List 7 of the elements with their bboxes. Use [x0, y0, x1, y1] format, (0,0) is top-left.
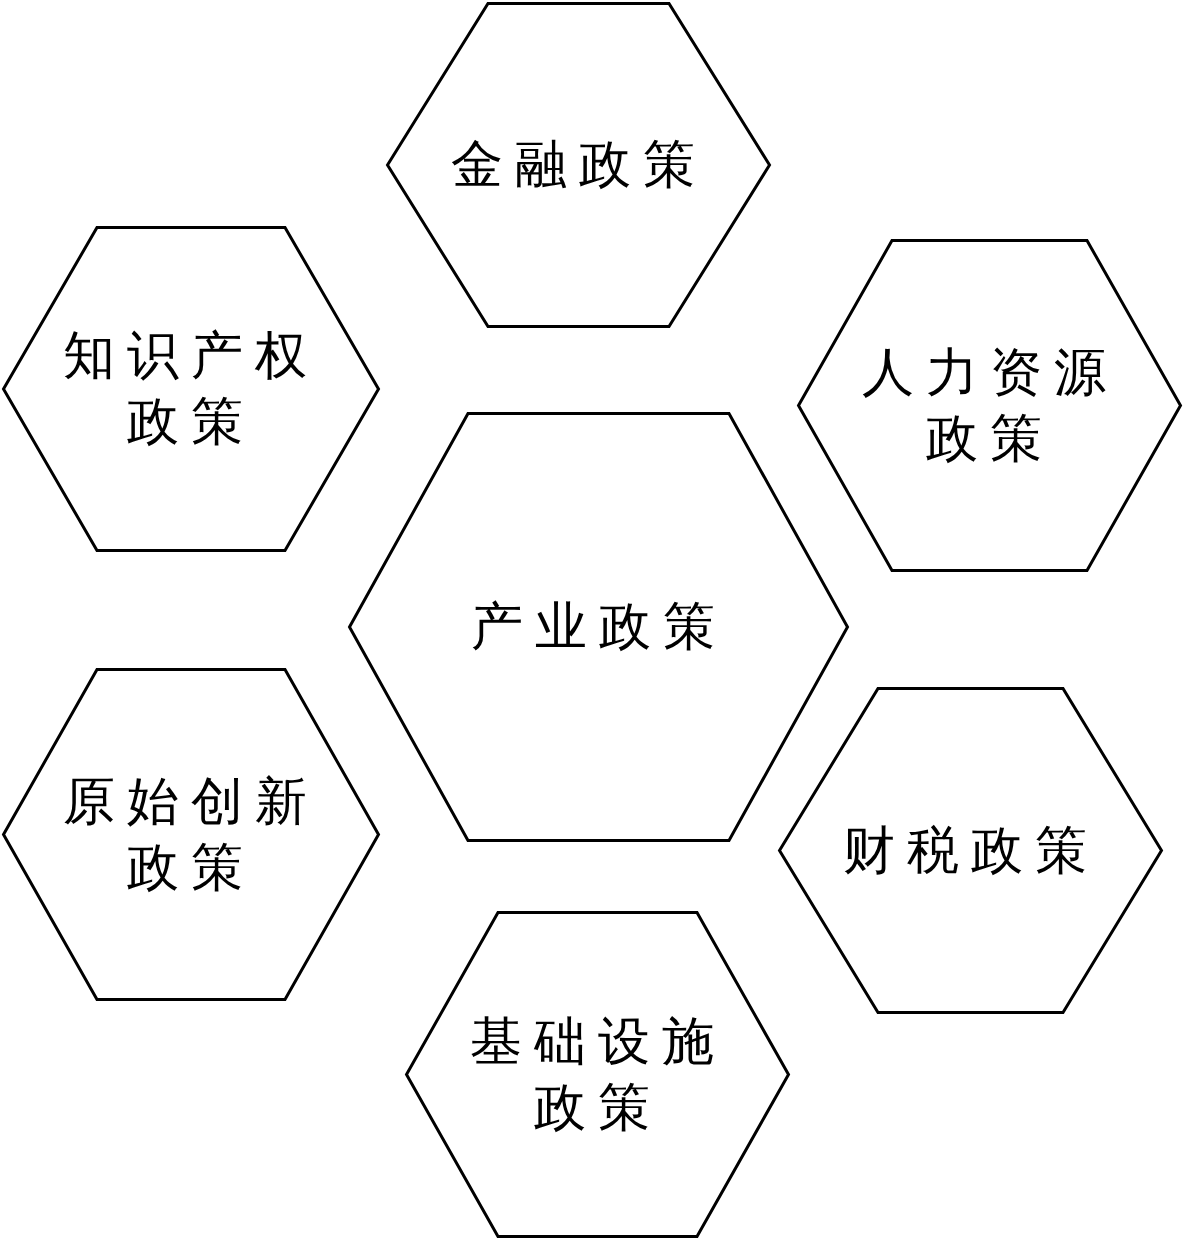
- policy-label: 财税政策: [841, 820, 1100, 881]
- policy-label: 人力资源政策: [860, 342, 1119, 469]
- policy-label: 产业政策: [469, 597, 728, 657]
- policy-label: 金融政策: [449, 135, 708, 195]
- policy-label: 原始创新政策: [62, 771, 320, 898]
- policy-label: 基础设施政策: [468, 1011, 727, 1138]
- policy-label: 知识产权政策: [62, 326, 320, 452]
